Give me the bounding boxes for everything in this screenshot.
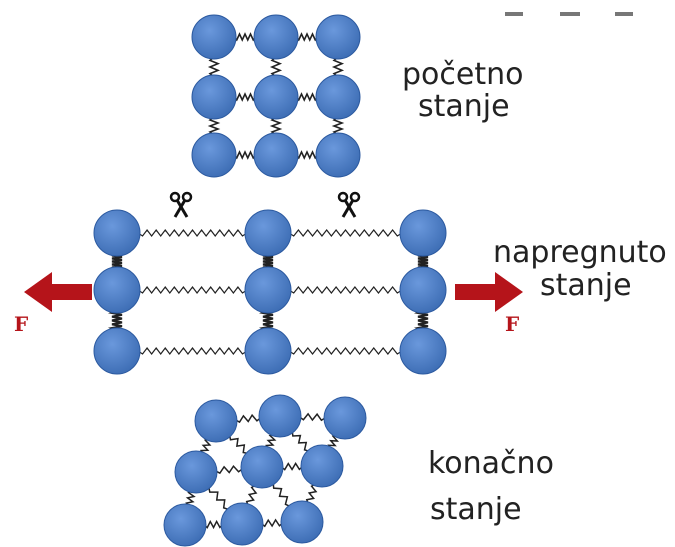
spring [272,482,292,508]
horizontal-spring [233,32,257,42]
atom [240,445,284,489]
atom [315,132,361,178]
spring [228,434,249,455]
vertical-spring [331,116,345,136]
horizontal-spring [233,150,257,160]
atom [280,500,324,544]
atom [244,209,292,257]
spring [265,433,277,450]
vertical-spring [269,116,283,136]
atom [244,327,292,375]
atom [399,266,447,314]
vertical-spring [417,252,429,271]
stressed-state-label-line2: stanje [540,268,632,303]
atom [253,74,299,120]
top-crop-artifact [505,12,633,16]
atom [300,444,344,488]
spring [203,519,224,530]
spring [214,464,244,475]
spring [207,486,230,511]
atom [315,14,361,60]
horizontal-spring [295,150,319,160]
horizontal-spring [295,92,319,102]
springs-layer [107,32,429,530]
vertical-spring [262,252,274,271]
atom [163,503,207,547]
horizontal-spring [233,92,257,102]
atom [253,14,299,60]
vertical-spring [107,309,123,332]
atom [399,209,447,257]
atom [258,394,302,438]
spring [327,434,340,450]
atoms-layer [93,14,447,547]
vertical-spring [269,56,283,78]
horizontal-spring [288,347,403,355]
vertical-spring [207,116,221,136]
vertical-spring [258,309,274,332]
horizontal-spring [295,32,319,42]
atom [315,74,361,120]
spring [280,462,304,471]
force-right-label: F [505,312,520,336]
vertical-spring [111,252,123,271]
spring [305,483,318,505]
scissors-icon [337,191,361,218]
initial-state-label-line2: stanje [418,89,510,124]
atom [93,209,141,257]
spring [245,484,258,507]
atom [220,502,264,546]
atom [323,396,367,440]
final-state-label-line2: stanje [430,492,522,527]
final-state-label-line1: konačno [428,446,554,481]
spring [298,412,327,422]
atom [194,399,238,443]
left-force-arrow [24,272,92,312]
horizontal-spring [137,286,248,294]
horizontal-spring [288,286,403,294]
atom [93,327,141,375]
atom [253,132,299,178]
horizontal-spring [137,229,248,237]
spring [185,489,196,507]
atom [244,266,292,314]
atom [93,266,141,314]
vertical-spring [413,309,429,332]
spring [260,518,284,528]
spring [200,437,212,455]
horizontal-spring [137,347,248,355]
right-force-arrow [455,272,523,312]
vertical-spring [207,56,221,78]
initial-state-label-line1: početno [402,57,524,92]
atom [191,132,237,178]
vertical-spring [331,56,345,78]
atom [191,14,237,60]
scissors-icon [169,191,193,218]
atom [399,327,447,375]
atom [174,450,218,494]
spring [291,430,310,453]
spring [234,413,262,424]
horizontal-spring [288,229,403,237]
atom [191,74,237,120]
force-left-label: F [14,312,29,336]
stressed-state-label-line1: napregnuto [493,235,667,270]
